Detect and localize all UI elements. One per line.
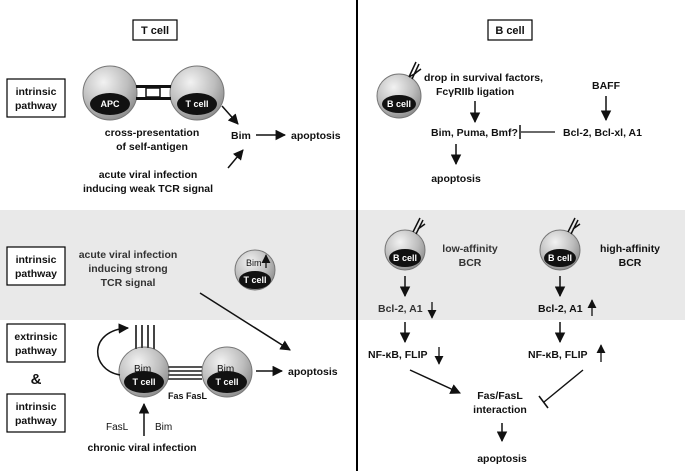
b-top-apoptosis: apoptosis [431, 173, 481, 185]
fas-interaction-2: interaction [473, 404, 527, 416]
tcell-bim-up: T cell Bim [234, 249, 276, 291]
bcell-top: B cell [376, 61, 422, 119]
acute-strong-2: inducing strong [88, 263, 167, 275]
label-intrinsic-top-1: intrinsic [16, 86, 57, 98]
tcell-label-mid: T cell [243, 275, 266, 285]
bcell-high-affinity: B cell [539, 217, 581, 271]
cross-presentation-2: of self-antigen [116, 141, 188, 153]
baff-label: BAFF [592, 80, 621, 92]
fas-interaction-1: Fas/FasL [477, 390, 523, 402]
nfkb-left: NF-κB, FLIP [368, 349, 428, 361]
fas-label: Fas [168, 391, 184, 401]
bcell-label-top: B cell [387, 99, 411, 109]
bcl-left: Bcl-2, A1 [378, 303, 423, 315]
acute-strong-1: acute viral infection [79, 249, 178, 261]
drop-survival-1: drop in survival factors, [424, 72, 543, 84]
label-intrinsic-top-2: pathway [15, 100, 57, 112]
acute-weak-1: acute viral infection [99, 169, 198, 181]
bim-bottom-left: Bim [134, 364, 151, 375]
header-b-cell: B cell [495, 25, 524, 37]
high-affinity-1: high-affinity [600, 243, 660, 255]
b-bottom-apoptosis: apoptosis [477, 453, 527, 465]
nfkb-right: NF-κB, FLIP [528, 349, 588, 361]
t-top-bim: Bim [231, 130, 251, 142]
fasl-label: FasL [186, 391, 208, 401]
bcell-label-low: B cell [393, 253, 417, 263]
low-affinity-2: BCR [459, 257, 482, 269]
cross-presentation-1: cross-presentation [105, 127, 200, 139]
bcl-right: Bcl-2, A1 [538, 303, 583, 315]
t-bottom-apoptosis: apoptosis [288, 366, 338, 378]
acute-weak-2: inducing weak TCR signal [83, 183, 213, 195]
drop-survival-2: FcγRIIb ligation [436, 86, 514, 98]
chronic-infection: chronic viral infection [87, 442, 196, 454]
tcell-pair-bottom: T cell Bim T cell Bim [118, 325, 253, 398]
bcl-top: Bcl-2, Bcl-xl, A1 [563, 127, 642, 139]
bcell-label-high: B cell [548, 253, 572, 263]
label-intrinsic-mid-2: pathway [15, 268, 57, 280]
tcell-label-top: T cell [185, 99, 208, 109]
bim-mid-label: Bim [246, 258, 262, 268]
bim-puma-bmf: Bim, Puma, Bmf? [431, 127, 518, 139]
label-intrinsic-mid-1: intrinsic [16, 254, 57, 266]
bim-bottom-right: Bim [217, 364, 234, 375]
acute-strong-3: TCR signal [101, 277, 156, 289]
high-affinity-2: BCR [619, 257, 642, 269]
apc-tcell-pair: APC T cell [82, 65, 225, 121]
fasl-left-label: FasL [106, 422, 129, 433]
tcell-label-bottom-left: T cell [132, 377, 155, 387]
tcell-label-bottom-right: T cell [215, 377, 238, 387]
label-extrinsic-2: pathway [15, 345, 57, 357]
low-affinity-1: low-affinity [442, 243, 498, 255]
label-extrinsic-1: extrinsic [14, 331, 57, 343]
ampersand: & [31, 371, 42, 388]
apc-label: APC [100, 99, 120, 109]
t-top-apoptosis: apoptosis [291, 130, 341, 142]
bim-bottom-label: Bim [155, 422, 172, 433]
label-intrinsic-bottom-1: intrinsic [16, 401, 57, 413]
bcell-low-affinity: B cell [384, 217, 426, 271]
header-t-cell: T cell [141, 25, 169, 37]
label-intrinsic-bottom-2: pathway [15, 415, 57, 427]
